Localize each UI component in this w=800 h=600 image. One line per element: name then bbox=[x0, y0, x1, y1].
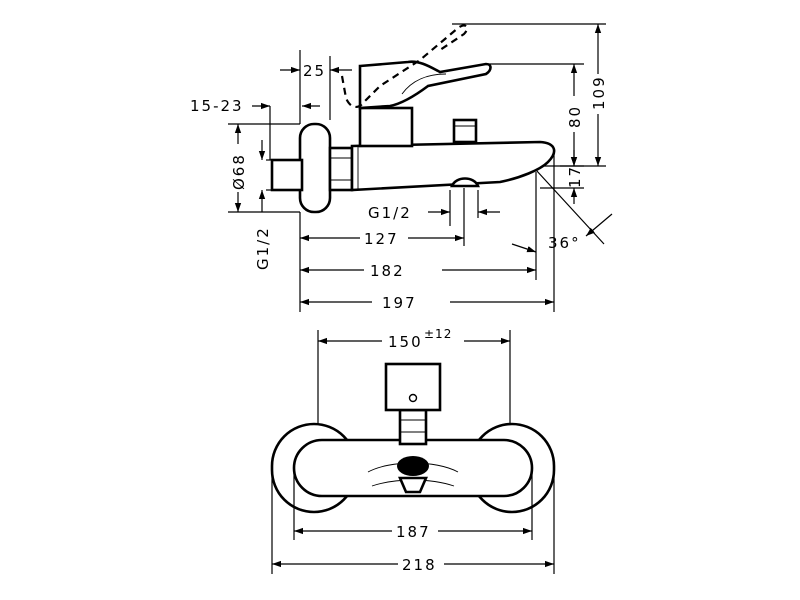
dim-127: 127 bbox=[364, 230, 399, 248]
hex-nut bbox=[328, 146, 354, 192]
eccentric-connector bbox=[270, 158, 304, 192]
dim-g12-side: G1/2 bbox=[254, 226, 272, 270]
front-view: 150 ±12 187 218 bbox=[270, 327, 556, 574]
dim-80: 80 bbox=[566, 105, 584, 128]
lever-handle bbox=[358, 60, 492, 110]
lever-alt-position bbox=[340, 24, 468, 108]
dim-218: 218 bbox=[402, 556, 437, 574]
dim-36-deg: 36° bbox=[548, 234, 581, 252]
indicator-dot bbox=[408, 393, 418, 403]
dim-15-23: 15-23 bbox=[190, 97, 244, 115]
dim-182: 182 bbox=[370, 262, 405, 280]
dim-d68: Ø68 bbox=[230, 153, 248, 190]
dim-150-tolerance: ±12 bbox=[424, 327, 452, 341]
dim-150: 150 bbox=[388, 333, 423, 351]
front-outlet bbox=[398, 476, 428, 494]
dim-187: 187 bbox=[396, 523, 431, 541]
front-handle bbox=[384, 362, 442, 412]
dim-g12-outlet: G1/2 bbox=[368, 204, 412, 222]
dim-25: 25 bbox=[303, 62, 326, 80]
diverter-knob bbox=[452, 118, 478, 144]
spout-body bbox=[350, 140, 556, 192]
front-cartridge-neck bbox=[398, 408, 428, 446]
dim-197: 197 bbox=[382, 294, 417, 312]
dim-109: 109 bbox=[590, 75, 608, 110]
wall-flange bbox=[298, 122, 332, 214]
dim-17: 17 bbox=[566, 165, 584, 188]
side-view: 25 15-23 Ø68 G1/2 G1/2 127 182 bbox=[190, 23, 613, 312]
cartridge-body bbox=[358, 106, 414, 148]
aerator bbox=[450, 177, 480, 188]
front-aerator bbox=[397, 456, 429, 476]
